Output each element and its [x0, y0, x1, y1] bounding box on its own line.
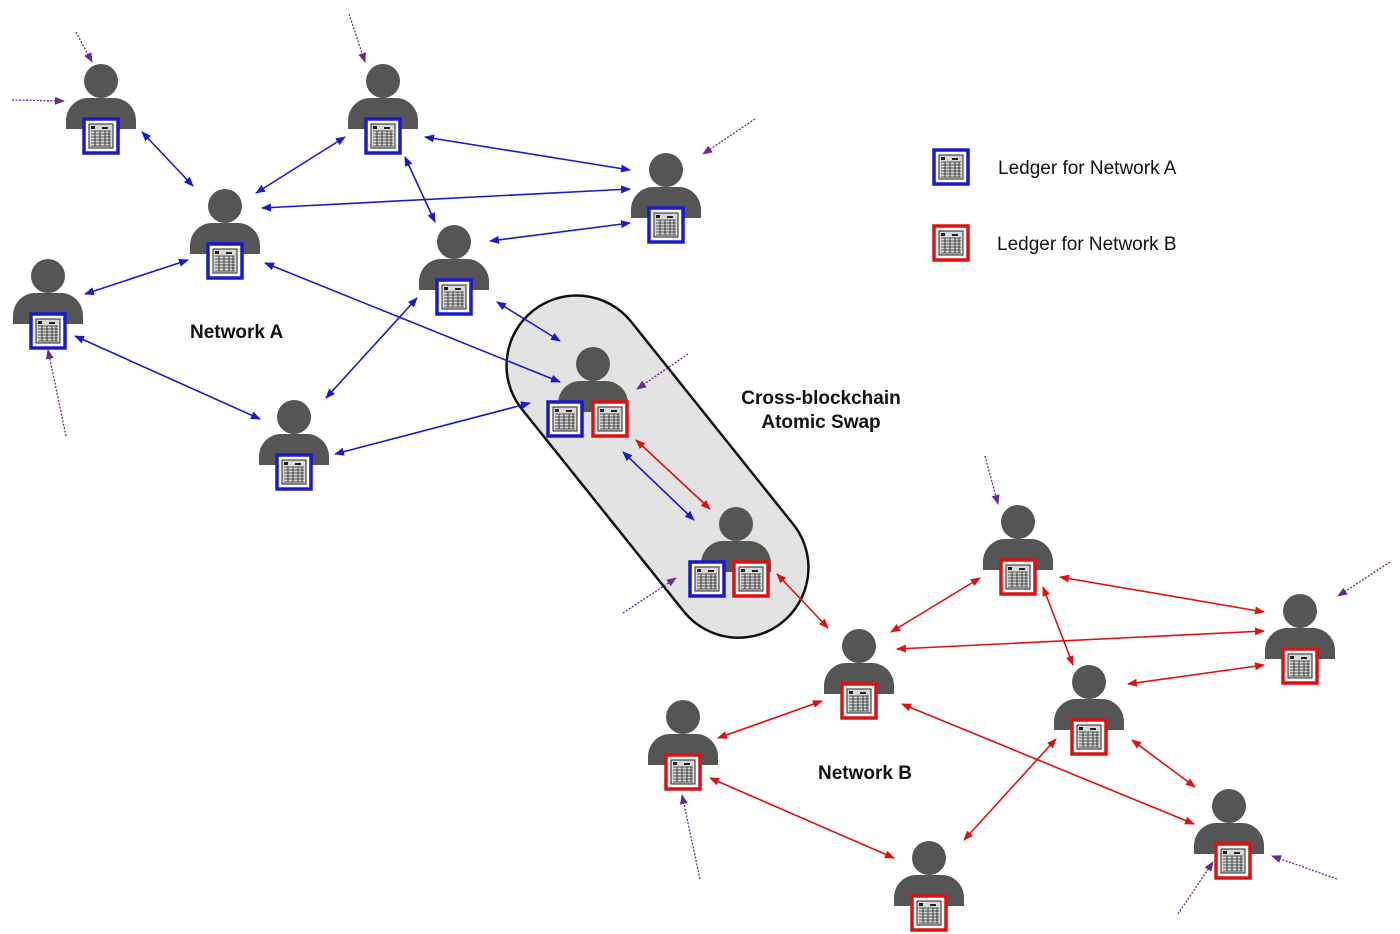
- person-icon: [1212, 789, 1246, 823]
- network-a-label: Network A: [190, 322, 284, 343]
- person-icon: [31, 259, 65, 293]
- swap-node-1: [546, 347, 629, 438]
- node-b3: [824, 629, 894, 720]
- swap-nodes: [546, 347, 771, 598]
- swap-node-2: [688, 507, 771, 598]
- node-a3: [631, 153, 701, 244]
- person-icon: [1283, 594, 1317, 628]
- network-b-nodes: [648, 505, 1335, 932]
- person-icon: [84, 64, 118, 98]
- person-icon: [437, 225, 471, 259]
- node-b1: [983, 505, 1053, 596]
- person-icon: [649, 153, 683, 187]
- person-icon: [842, 629, 876, 663]
- person-icon: [912, 841, 946, 875]
- node-a6: [13, 259, 83, 350]
- legend-ledger-a-label: Ledger for Network A: [998, 158, 1177, 179]
- swap-label-line1: Cross-blockchain: [741, 388, 900, 409]
- node-a2: [348, 64, 418, 155]
- person-icon: [666, 700, 700, 734]
- incoming-transaction-arrows: [11, 13, 1391, 915]
- legend: Ledger for Network A Ledger for Network …: [932, 148, 1177, 262]
- node-a7: [259, 400, 329, 491]
- person-icon: [1001, 505, 1035, 539]
- network-a-nodes: [13, 64, 701, 491]
- network-a-links: [74, 131, 695, 521]
- node-b4: [1054, 665, 1124, 756]
- node-a4: [190, 189, 260, 280]
- node-b7: [894, 841, 964, 932]
- node-a5: [419, 225, 489, 316]
- node-a1: [66, 64, 136, 155]
- person-icon: [1072, 665, 1106, 699]
- network-b-links: [635, 439, 1265, 859]
- node-b5: [648, 700, 718, 791]
- person-icon: [719, 507, 753, 541]
- legend-ledger-b-label: Ledger for Network B: [997, 234, 1177, 255]
- person-icon: [576, 347, 610, 381]
- person-icon: [277, 400, 311, 434]
- network-b-label: Network B: [818, 763, 912, 784]
- node-b2: [1265, 594, 1335, 685]
- swap-label-line2: Atomic Swap: [761, 412, 880, 433]
- person-icon: [366, 64, 400, 98]
- person-icon: [208, 189, 242, 223]
- node-b6: [1194, 789, 1264, 880]
